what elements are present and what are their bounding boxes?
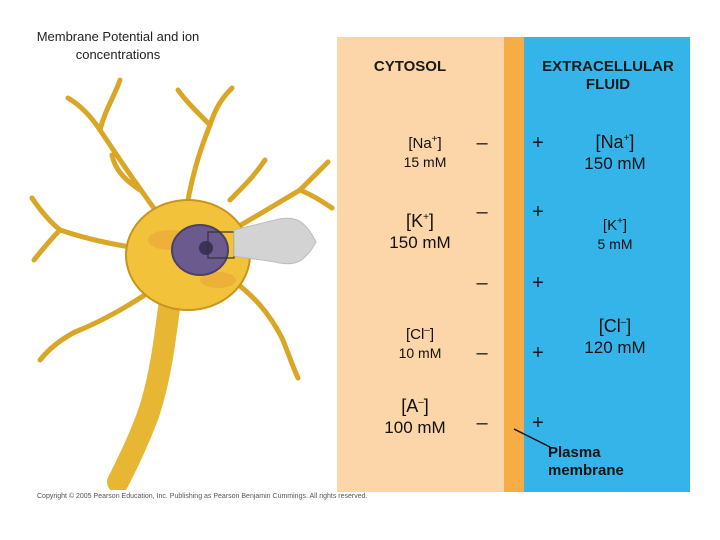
cytosol-label: CYTOSOL bbox=[373, 58, 447, 75]
extracellular-label: EXTRACELLULAR FLUID bbox=[542, 58, 674, 93]
plasma-membrane-label: Plasma membrane bbox=[548, 444, 624, 479]
cytosol-na: [Na+] 15 mM bbox=[403, 134, 447, 170]
cytosol-panel bbox=[337, 37, 504, 492]
neuron-illustration bbox=[29, 77, 335, 490]
zoom-arrow bbox=[233, 217, 317, 265]
ecf-cl: [Cl–] 120 mM bbox=[584, 316, 646, 357]
ecf-na: [Na+] 150 mM bbox=[584, 132, 646, 173]
minus-sign: – bbox=[476, 272, 488, 294]
axon bbox=[107, 289, 181, 490]
plus-sign: + bbox=[532, 201, 544, 223]
plasma-membrane-pointer bbox=[513, 428, 551, 448]
cytosol-k: [K+] 150 mM bbox=[389, 211, 451, 252]
minus-sign: – bbox=[476, 132, 488, 154]
cytosol-cl: [Cl–] 10 mM bbox=[398, 325, 442, 361]
minus-sign: – bbox=[476, 201, 488, 223]
ecf-k: [K+] 5 mM bbox=[597, 216, 633, 252]
minus-sign: – bbox=[476, 342, 488, 364]
extracellular-panel bbox=[524, 37, 690, 492]
plus-sign: + bbox=[532, 412, 544, 434]
dendrites bbox=[29, 77, 335, 381]
plasma-membrane bbox=[504, 37, 524, 492]
plus-sign: + bbox=[532, 272, 544, 294]
slide-title: Membrane Potential and ion concentration… bbox=[36, 29, 200, 62]
copyright-notice: Copyright © 2005 Pearson Education, Inc.… bbox=[37, 493, 368, 500]
plus-sign: + bbox=[532, 132, 544, 154]
minus-sign: – bbox=[476, 412, 488, 434]
cytosol-anions: [A–] 100 mM bbox=[384, 396, 446, 437]
plus-sign: + bbox=[532, 342, 544, 364]
